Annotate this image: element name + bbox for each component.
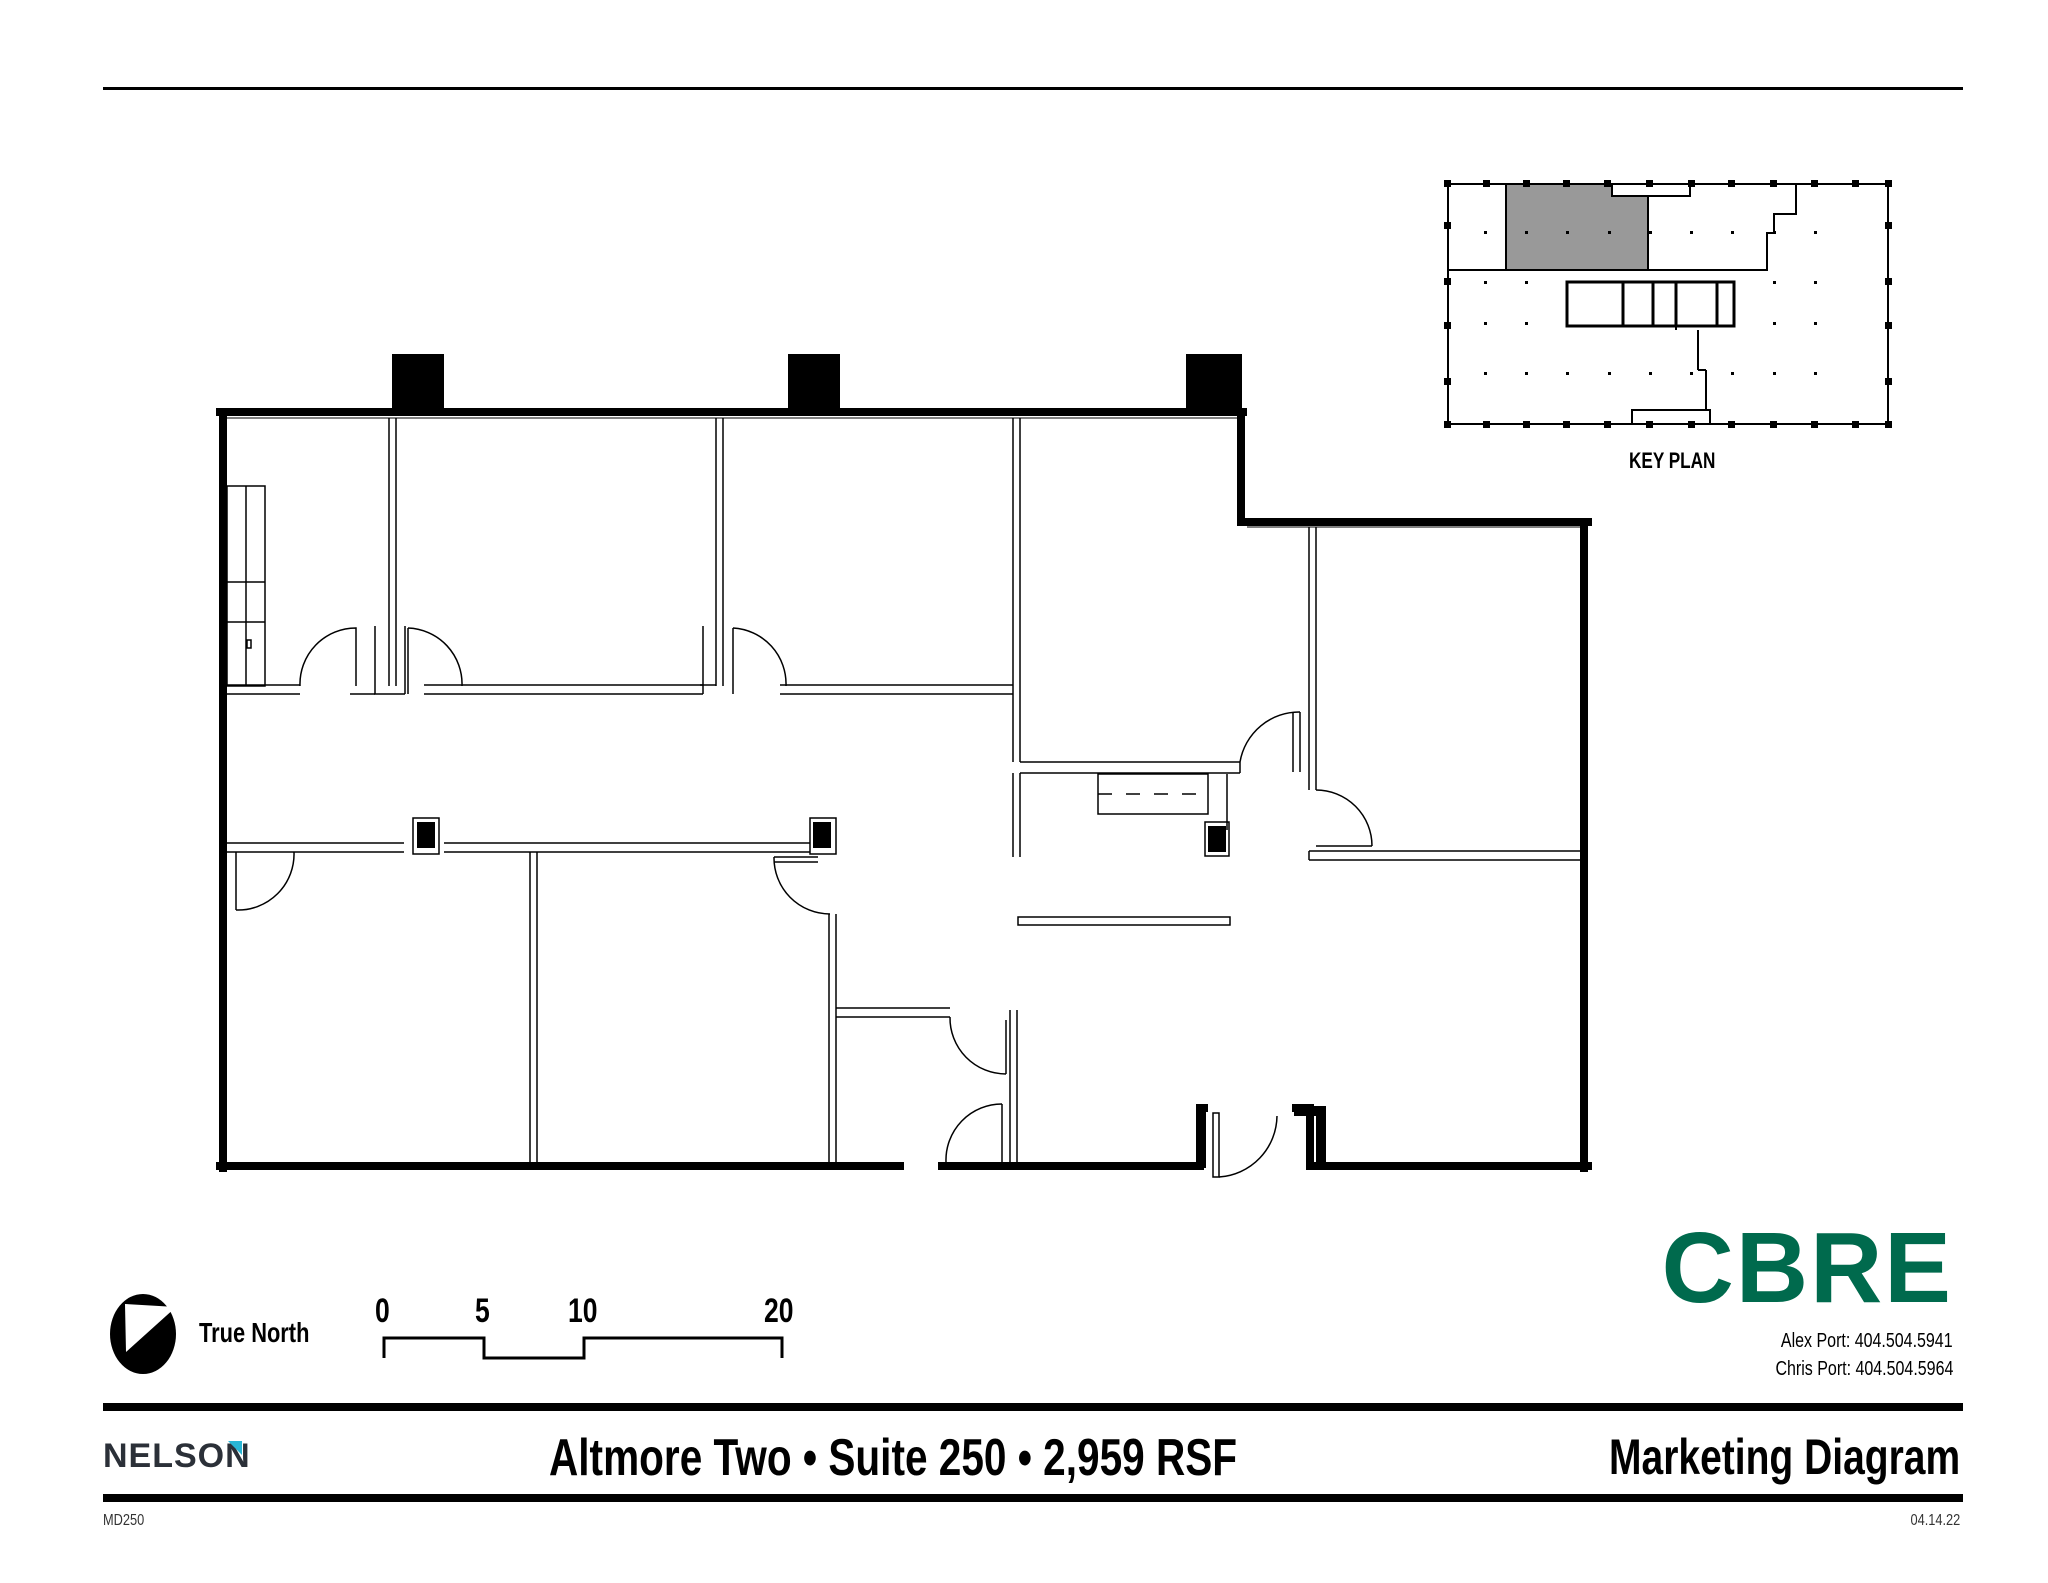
contact-alex: Alex Port: 404.504.5941: [1781, 1330, 1953, 1352]
nelson-logo: NELSON: [103, 1437, 251, 1476]
scale-tick-20: 20: [764, 1292, 794, 1330]
scale-tick-5: 5: [475, 1292, 490, 1330]
nelson-logo-text: NELSON: [103, 1437, 251, 1475]
title-block-bottom-rule: [103, 1494, 1963, 1502]
key-plan-highlight: [1505, 183, 1649, 271]
title-block-top-rule: [103, 1403, 1963, 1411]
diagram-type: Marketing Diagram: [1608, 1429, 1960, 1485]
scale-tick-0: 0: [375, 1292, 390, 1330]
drawing-date: 04.14.22: [1910, 1512, 1960, 1529]
drawing-number: MD250: [103, 1512, 145, 1529]
north-arrow-label: True North: [199, 1317, 310, 1348]
top-rule: [103, 87, 1963, 90]
scale-tick-10: 10: [568, 1292, 598, 1330]
contact-chris: Chris Port: 404.504.5964: [1775, 1358, 1953, 1380]
columns: [392, 354, 1588, 852]
main-title: Altmore Two • Suite 250 • 2,959 RSF: [549, 1429, 1238, 1487]
cbre-logo: CBRE: [1661, 1212, 1953, 1324]
key-plan-label: KEY PLAN: [1629, 448, 1716, 473]
